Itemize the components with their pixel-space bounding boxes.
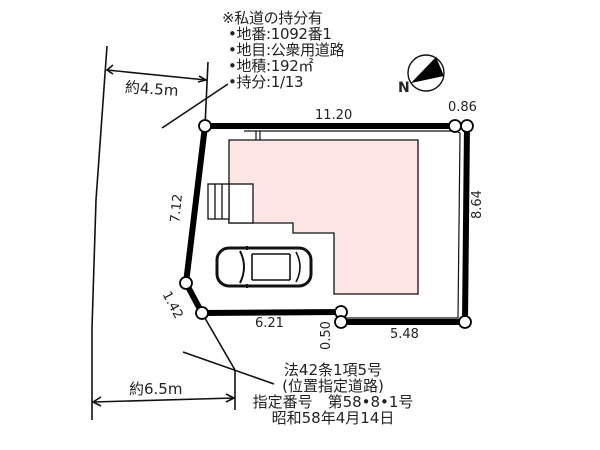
road-designation-number: 指定番号 第58•8•1号: [252, 393, 414, 411]
info-line-lot-number: •地番:1092番1: [228, 25, 332, 43]
boundary-marker: [460, 119, 474, 133]
north-label: N: [398, 80, 410, 96]
dim-east: 8.64: [470, 190, 485, 219]
dim-south-west: 6.21: [255, 316, 284, 331]
dim-south-east: 5.48: [390, 327, 419, 342]
car-icon: [215, 246, 313, 288]
road-designation-date: 昭和58年4月14日: [271, 409, 395, 427]
private-road-title: ※私道の持分有: [222, 9, 323, 27]
dim-south-step: 0.50: [319, 321, 334, 350]
dim-west: 7.12: [168, 193, 186, 224]
west-road-lines: [91, 312, 275, 410]
road-designation: 法42条1項5号 (位置指定道路) 指定番号 第58•8•1号 昭和58年4月1…: [244, 362, 422, 426]
boundary-marker: [458, 315, 472, 329]
boundary-markers: [179, 119, 474, 329]
dim-north: 11.20: [315, 108, 353, 123]
inner-setback-lines: [244, 130, 461, 319]
north-road-lines: [91, 45, 229, 420]
info-line-share: •持分:1/13: [228, 73, 304, 91]
west-road-width: 約6.5m: [129, 380, 183, 398]
boundary-marker: [334, 315, 348, 329]
north-arrow-icon: [407, 54, 445, 92]
private-road-info: ※私道の持分有 •地番:1092番1 •地目:公衆用道路 •地積:192㎡ •持…: [222, 9, 345, 91]
road-designation-article: 法42条1項5号: [283, 361, 383, 379]
boundary-marker: [195, 306, 209, 320]
entrance-steps: [207, 183, 254, 224]
boundary-marker: [448, 119, 462, 133]
dim-north-east-offset: 0.86: [448, 100, 477, 115]
boundary-marker: [179, 276, 193, 290]
info-line-land-category: •地目:公衆用道路: [228, 41, 345, 59]
road-designation-type: (位置指定道路): [282, 377, 384, 395]
info-line-area: •地積:192㎡: [228, 57, 314, 75]
boundary-marker: [198, 119, 212, 133]
north-road-width: 約4.5m: [124, 78, 179, 100]
